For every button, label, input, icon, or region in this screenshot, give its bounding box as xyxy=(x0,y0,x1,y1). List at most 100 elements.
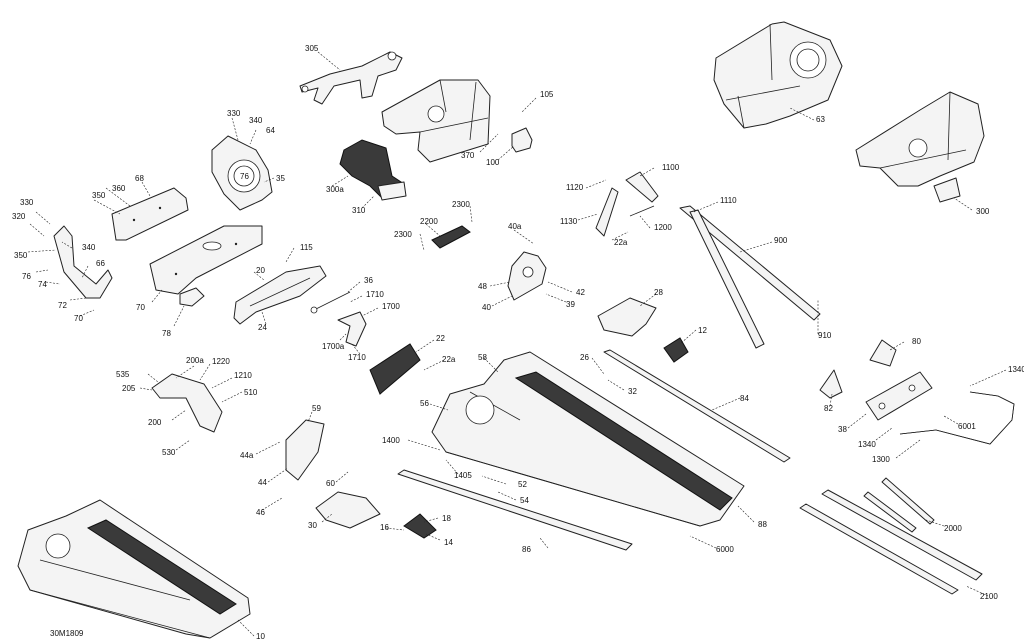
callout: 115 xyxy=(300,243,313,252)
part-2000-slides xyxy=(863,477,935,533)
callout: 205 xyxy=(122,384,136,393)
callout: 46 xyxy=(256,508,265,517)
callout: 350 xyxy=(92,191,106,200)
callout: 6000 xyxy=(716,545,734,554)
callout: 30 xyxy=(308,521,317,530)
callout: 200a xyxy=(186,356,204,365)
callout: 58 xyxy=(478,353,487,362)
callout: 1120 xyxy=(566,183,584,192)
callout: 18 xyxy=(442,514,451,523)
part-1100-tierod xyxy=(595,171,659,237)
callout: 54 xyxy=(520,496,529,505)
part-36-rod xyxy=(310,291,351,314)
callout: 300a xyxy=(326,185,344,194)
callout: 330 xyxy=(20,198,34,207)
part-78-small-plate xyxy=(179,287,205,307)
callout: 6001 xyxy=(958,422,976,431)
callout: 74 xyxy=(38,280,47,289)
callout: 535 xyxy=(116,370,130,379)
part-20-footrest xyxy=(233,265,327,325)
part-900-long-tube xyxy=(679,205,821,349)
callout: 14 xyxy=(444,538,453,547)
callout: 320 xyxy=(12,212,26,221)
part-305-steering-support xyxy=(299,51,403,105)
callout: 66 xyxy=(96,259,105,268)
callout: 340 xyxy=(249,116,263,125)
callout: 56 xyxy=(420,399,429,408)
callout: 68 xyxy=(135,174,144,183)
callout: 84 xyxy=(740,394,749,403)
callout: 1340 xyxy=(858,440,876,449)
callout: 1340 xyxy=(1008,365,1024,374)
part-70-floor-panel xyxy=(149,225,263,295)
callout: 2300 xyxy=(452,200,470,209)
callout: 2100 xyxy=(980,592,998,601)
callout: 510 xyxy=(244,388,258,397)
callout: 1210 xyxy=(234,371,252,380)
callout: 72 xyxy=(58,301,67,310)
callout: 22a xyxy=(614,238,628,247)
callout: 20 xyxy=(256,266,265,275)
part-300a-bracket xyxy=(339,139,407,201)
part-1300-bumper xyxy=(899,391,1015,445)
part-84-rail xyxy=(603,349,791,463)
callout: 910 xyxy=(818,331,832,340)
part-10-assembly xyxy=(17,499,251,639)
callout: 76 xyxy=(22,272,31,281)
callout: 78 xyxy=(162,329,171,338)
drawing-code: 30M1809 xyxy=(50,629,84,638)
callout: 35 xyxy=(276,174,285,183)
callout: 36 xyxy=(364,276,373,285)
callout: 1220 xyxy=(212,357,230,366)
callout: 1110 xyxy=(720,196,737,205)
callout: 360 xyxy=(112,184,126,193)
callout: 1400 xyxy=(382,436,400,445)
callout: 1300 xyxy=(872,455,890,464)
callout: 1130 xyxy=(560,217,578,226)
callout: 59 xyxy=(312,404,321,413)
part-64-side-frame xyxy=(211,135,273,211)
callout: 88 xyxy=(758,520,767,529)
callout: 32 xyxy=(628,387,637,396)
callout: 38 xyxy=(838,425,847,434)
callout: 2000 xyxy=(944,524,962,533)
callout: 100 xyxy=(486,158,500,167)
callout: 16 xyxy=(380,523,389,532)
callout: 305 xyxy=(305,44,319,53)
part-38-plate xyxy=(865,371,933,421)
callout: 28 xyxy=(654,288,663,297)
callout: 1700a xyxy=(322,342,345,351)
leader-lines xyxy=(27,51,1007,637)
part-80-bracket xyxy=(869,339,897,367)
callout: 86 xyxy=(522,545,531,554)
part-front-upper-frame xyxy=(381,79,491,163)
callout: 2300 xyxy=(394,230,412,239)
callout: 70 xyxy=(136,303,145,312)
part-63-rear-frame xyxy=(713,21,843,129)
callout: 44a xyxy=(240,451,254,460)
part-28-plate xyxy=(597,297,657,337)
callout: 900 xyxy=(774,236,788,245)
part-82-bracket xyxy=(819,369,843,399)
part-main-tunnel xyxy=(431,351,745,527)
part-2100-runners xyxy=(799,489,983,595)
callout: 1405 xyxy=(454,471,472,480)
callout: 530 xyxy=(162,448,176,457)
part-200-bracket xyxy=(151,373,223,433)
callout: 70 xyxy=(74,314,83,323)
callout: 40a xyxy=(508,222,522,231)
part-22-cooler xyxy=(369,343,421,395)
callout: 42 xyxy=(576,288,585,297)
callout: 39 xyxy=(566,300,575,309)
callout: 1200 xyxy=(654,223,672,232)
callout: 64 xyxy=(266,126,275,135)
callout: 48 xyxy=(478,282,487,291)
callout: 340 xyxy=(82,243,96,252)
callout: 22a xyxy=(442,355,456,364)
callout: 370 xyxy=(461,151,475,160)
callout: 24 xyxy=(258,323,267,332)
callout: 300 xyxy=(976,207,990,216)
callout: 330 xyxy=(227,109,241,118)
callout: 26 xyxy=(580,353,589,362)
